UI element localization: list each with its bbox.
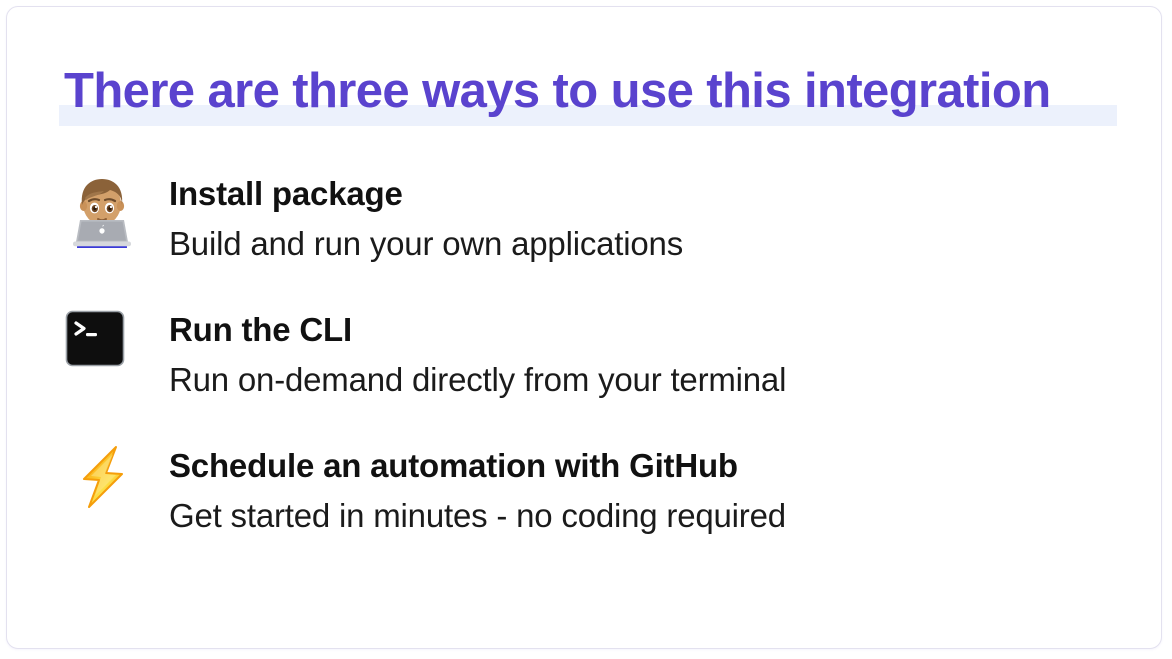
title-highlight-band [59, 105, 1117, 126]
item-icon-slot [65, 306, 169, 368]
page-title: There are three ways to use this integra… [64, 64, 1051, 118]
technologist-emoji [73, 179, 131, 248]
item-text-block: Run the CLI Run on-demand directly from … [169, 306, 1161, 406]
list-item[interactable]: Schedule an automation with GitHub Get s… [7, 442, 1161, 552]
list-item-title: Install package [169, 175, 403, 212]
item-text-block: Install package Build and run your own a… [169, 170, 1161, 270]
list-item[interactable]: Run the CLI Run on-demand directly from … [7, 306, 1161, 416]
list-item-subtitle: Get started in minutes - no coding requi… [169, 497, 786, 534]
list-item-subtitle: Build and run your own applications [169, 225, 683, 262]
list-item[interactable]: Install package Build and run your own a… [7, 170, 1161, 280]
integration-ways-card: There are three ways to use this integra… [6, 6, 1162, 649]
item-icon-slot [65, 170, 169, 248]
ways-list: Install package Build and run your own a… [7, 170, 1161, 578]
page-title-block: There are three ways to use this integra… [59, 59, 1119, 131]
list-item-subtitle: Run on-demand directly from your termina… [169, 361, 787, 398]
item-text-block: Schedule an automation with GitHub Get s… [169, 442, 1161, 542]
list-item-title: Run the CLI [169, 311, 352, 348]
list-item-title: Schedule an automation with GitHub [169, 447, 738, 484]
high-voltage-bolt-icon [83, 446, 123, 508]
item-icon-slot [65, 442, 169, 508]
terminal-icon [65, 310, 125, 367]
